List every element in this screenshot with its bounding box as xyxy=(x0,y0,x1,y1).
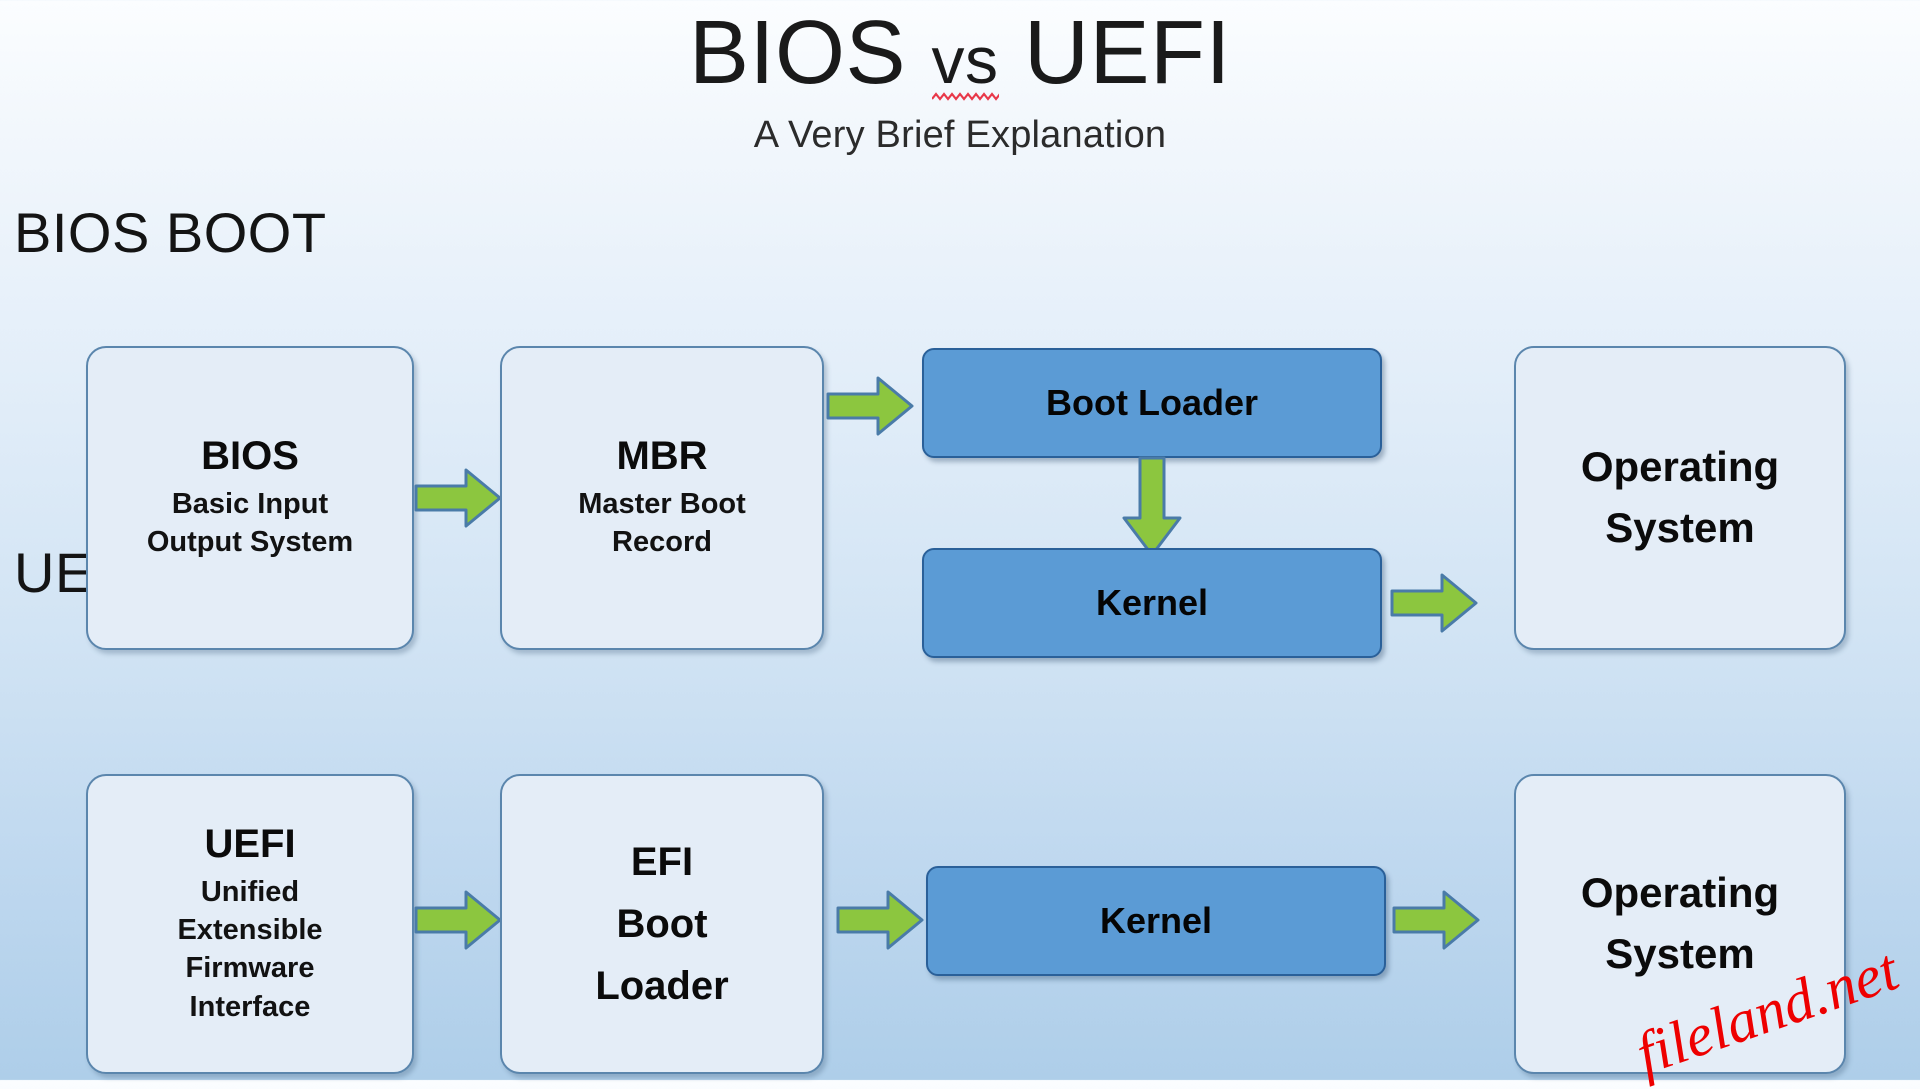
node-uefi[interactable]: UEFI Unified Extensible Firmware Interfa… xyxy=(86,774,414,1074)
page-subtitle: A Very Brief Explanation xyxy=(753,114,1167,156)
node-operating-system-uefi[interactable]: Operating System xyxy=(1514,774,1846,1074)
node-kernel-uefi-title: Kernel xyxy=(1099,899,1213,941)
node-bios-title: BIOS xyxy=(201,434,299,479)
node-bios[interactable]: BIOS Basic Input Output System xyxy=(86,346,414,650)
node-mbr-sub-line1: Master Boot xyxy=(578,488,746,521)
node-kernel-bios-title: Kernel xyxy=(1095,581,1209,623)
node-mbr-subtitle: Master Boot Record xyxy=(578,485,746,562)
node-efi-line2: Boot xyxy=(616,902,708,946)
node-mbr-sub-line2: Record xyxy=(612,526,712,559)
node-bios-sub-line2: Output System xyxy=(146,526,354,559)
node-mbr-title: MBR xyxy=(616,434,708,479)
node-os-uefi-line2: System xyxy=(1605,930,1755,977)
node-kernel-uefi[interactable]: Kernel xyxy=(926,866,1386,976)
node-boot-loader-title: Boot Loader xyxy=(1046,381,1258,423)
node-uefi-sub-line1: Unified xyxy=(200,875,300,908)
node-uefi-title: UEFI xyxy=(204,822,296,867)
spellcheck-squiggle-icon xyxy=(931,92,999,101)
node-uefi-sub-line4: Interface xyxy=(189,990,311,1023)
page-title: BIOS vs UEFI xyxy=(689,8,1231,101)
arrow-kernel-to-os-uefi xyxy=(1392,884,1480,956)
node-efi-line1: EFI xyxy=(630,840,694,884)
node-os-bios-line1: Operating xyxy=(1580,443,1780,491)
node-boot-loader[interactable]: Boot Loader xyxy=(922,348,1382,458)
node-efi-boot-loader-title: EFI Boot Loader xyxy=(595,831,728,1017)
arrow-mbr-to-boot-loader xyxy=(826,370,914,442)
arrow-efi-to-kernel xyxy=(836,884,924,956)
node-mbr[interactable]: MBR Master Boot Record xyxy=(500,346,824,650)
node-efi-boot-loader[interactable]: EFI Boot Loader xyxy=(500,774,824,1074)
title-text-vs: vs xyxy=(931,27,999,101)
node-os-bios-line2: System xyxy=(1605,504,1755,551)
title-text-uefi: UEFI xyxy=(998,3,1232,103)
arrow-bios-to-mbr xyxy=(414,462,502,534)
node-uefi-sub-line3: Firmware xyxy=(185,952,315,985)
node-kernel-bios[interactable]: Kernel xyxy=(922,548,1382,658)
section-header-bios-boot: BIOS BOOT xyxy=(14,201,327,264)
title-vs-label: vs xyxy=(931,23,999,97)
node-bios-subtitle: Basic Input Output System xyxy=(147,485,353,562)
node-os-uefi-line1: Operating xyxy=(1580,869,1780,917)
title-text-bios: BIOS xyxy=(688,3,932,103)
node-bios-sub-line1: Basic Input xyxy=(171,488,329,521)
node-operating-system-bios-title: Operating System xyxy=(1581,437,1779,559)
node-operating-system-bios[interactable]: Operating System xyxy=(1514,346,1846,650)
node-uefi-sub-line2: Extensible xyxy=(177,914,323,947)
arrow-uefi-to-efi-boot-loader xyxy=(414,884,502,956)
arrow-kernel-to-os-bios xyxy=(1390,567,1478,639)
title-block: BIOS vs UEFI A Very Brief Explanation xyxy=(0,8,1920,157)
node-operating-system-uefi-title: Operating System xyxy=(1581,863,1779,985)
node-uefi-subtitle: Unified Extensible Firmware Interface xyxy=(177,873,322,1026)
arrow-boot-loader-to-kernel xyxy=(1118,456,1186,558)
node-efi-line3: Loader xyxy=(595,964,729,1008)
